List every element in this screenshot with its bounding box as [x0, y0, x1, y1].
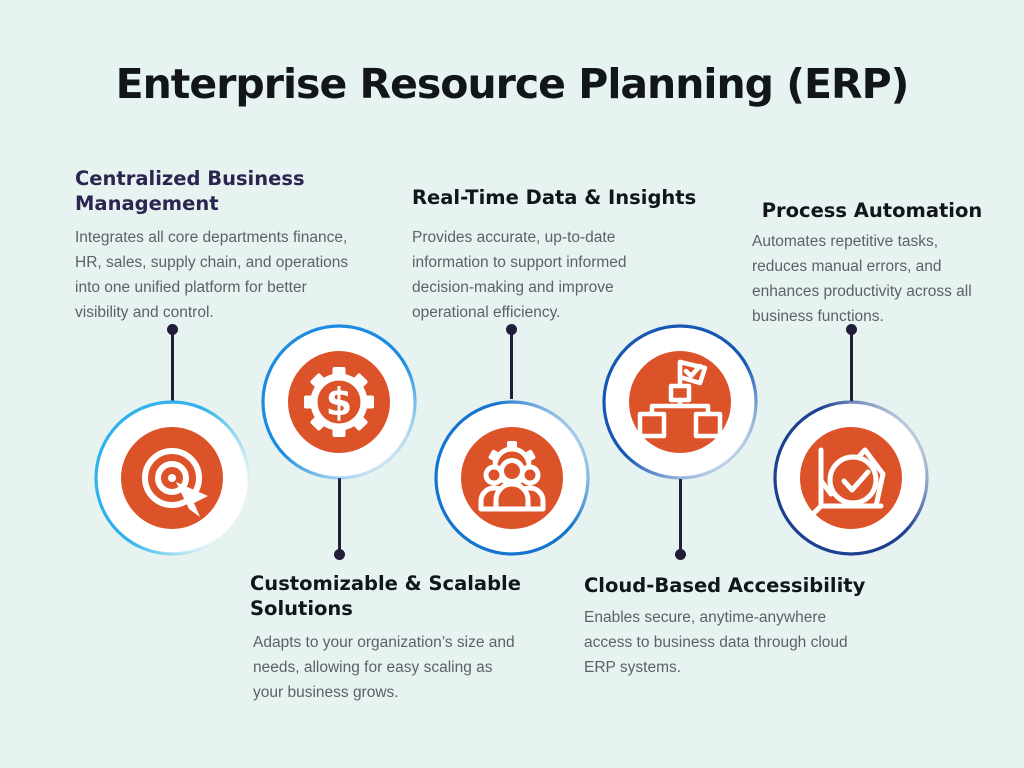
connector-dot [506, 324, 517, 335]
connector-line [849, 331, 853, 401]
gear-dollar-icon: $ [304, 367, 374, 437]
target-arrow-icon [142, 448, 208, 517]
feature-circle-automation [773, 400, 929, 556]
feature-circle-centralized [94, 400, 250, 556]
feature-description: Enables secure, anytime-anywhere access … [584, 608, 848, 676]
connector-line [337, 478, 341, 555]
feature-description: Provides accurate, up-to-date informatio… [412, 228, 627, 322]
connector-line [170, 331, 174, 401]
feature-circle-customizable: $ [261, 324, 417, 480]
feature-title: Process Automation [761, 199, 983, 222]
feature-circle-realtime [434, 400, 590, 556]
feature-block-centralized: Centralized Business Management Integrat… [75, 167, 360, 325]
connector-line [509, 331, 513, 399]
feature-title: Centralized Business Management [75, 167, 305, 215]
feature-title: Real-Time Data & Insights [412, 186, 697, 209]
feature-description: Automates repetitive tasks, reduces manu… [752, 232, 972, 326]
line-chart-check-icon [812, 447, 886, 515]
feature-description: Adapts to your organization’s size and n… [253, 633, 515, 701]
feature-block-automation: Process Automation Automates repetitive … [752, 199, 992, 329]
connector-dot [334, 549, 345, 560]
feature-description: Integrates all core departments finance,… [75, 228, 349, 321]
team-gear-icon [478, 441, 546, 512]
org-chart-flag-icon [637, 359, 723, 439]
dollar-glyph: $ [326, 380, 352, 424]
connector-dot [675, 549, 686, 560]
circle-fill [288, 351, 390, 453]
page-title: Enterprise Resource Planning (ERP) [115, 60, 910, 108]
connector-dot [167, 324, 178, 335]
feature-circle-cloud [602, 324, 758, 480]
connector-dot [846, 324, 857, 335]
feature-block-realtime: Real-Time Data & Insights Provides accur… [412, 186, 697, 325]
feature-title: Cloud-Based Accessibility [584, 574, 866, 597]
feature-block-customizable: Customizable & Scalable Solutions Adapts… [250, 572, 522, 705]
feature-block-cloud: Cloud-Based Accessibility Enables secure… [584, 574, 866, 680]
feature-title: Customizable & Scalable Solutions [250, 572, 521, 620]
connector-line [678, 479, 682, 555]
